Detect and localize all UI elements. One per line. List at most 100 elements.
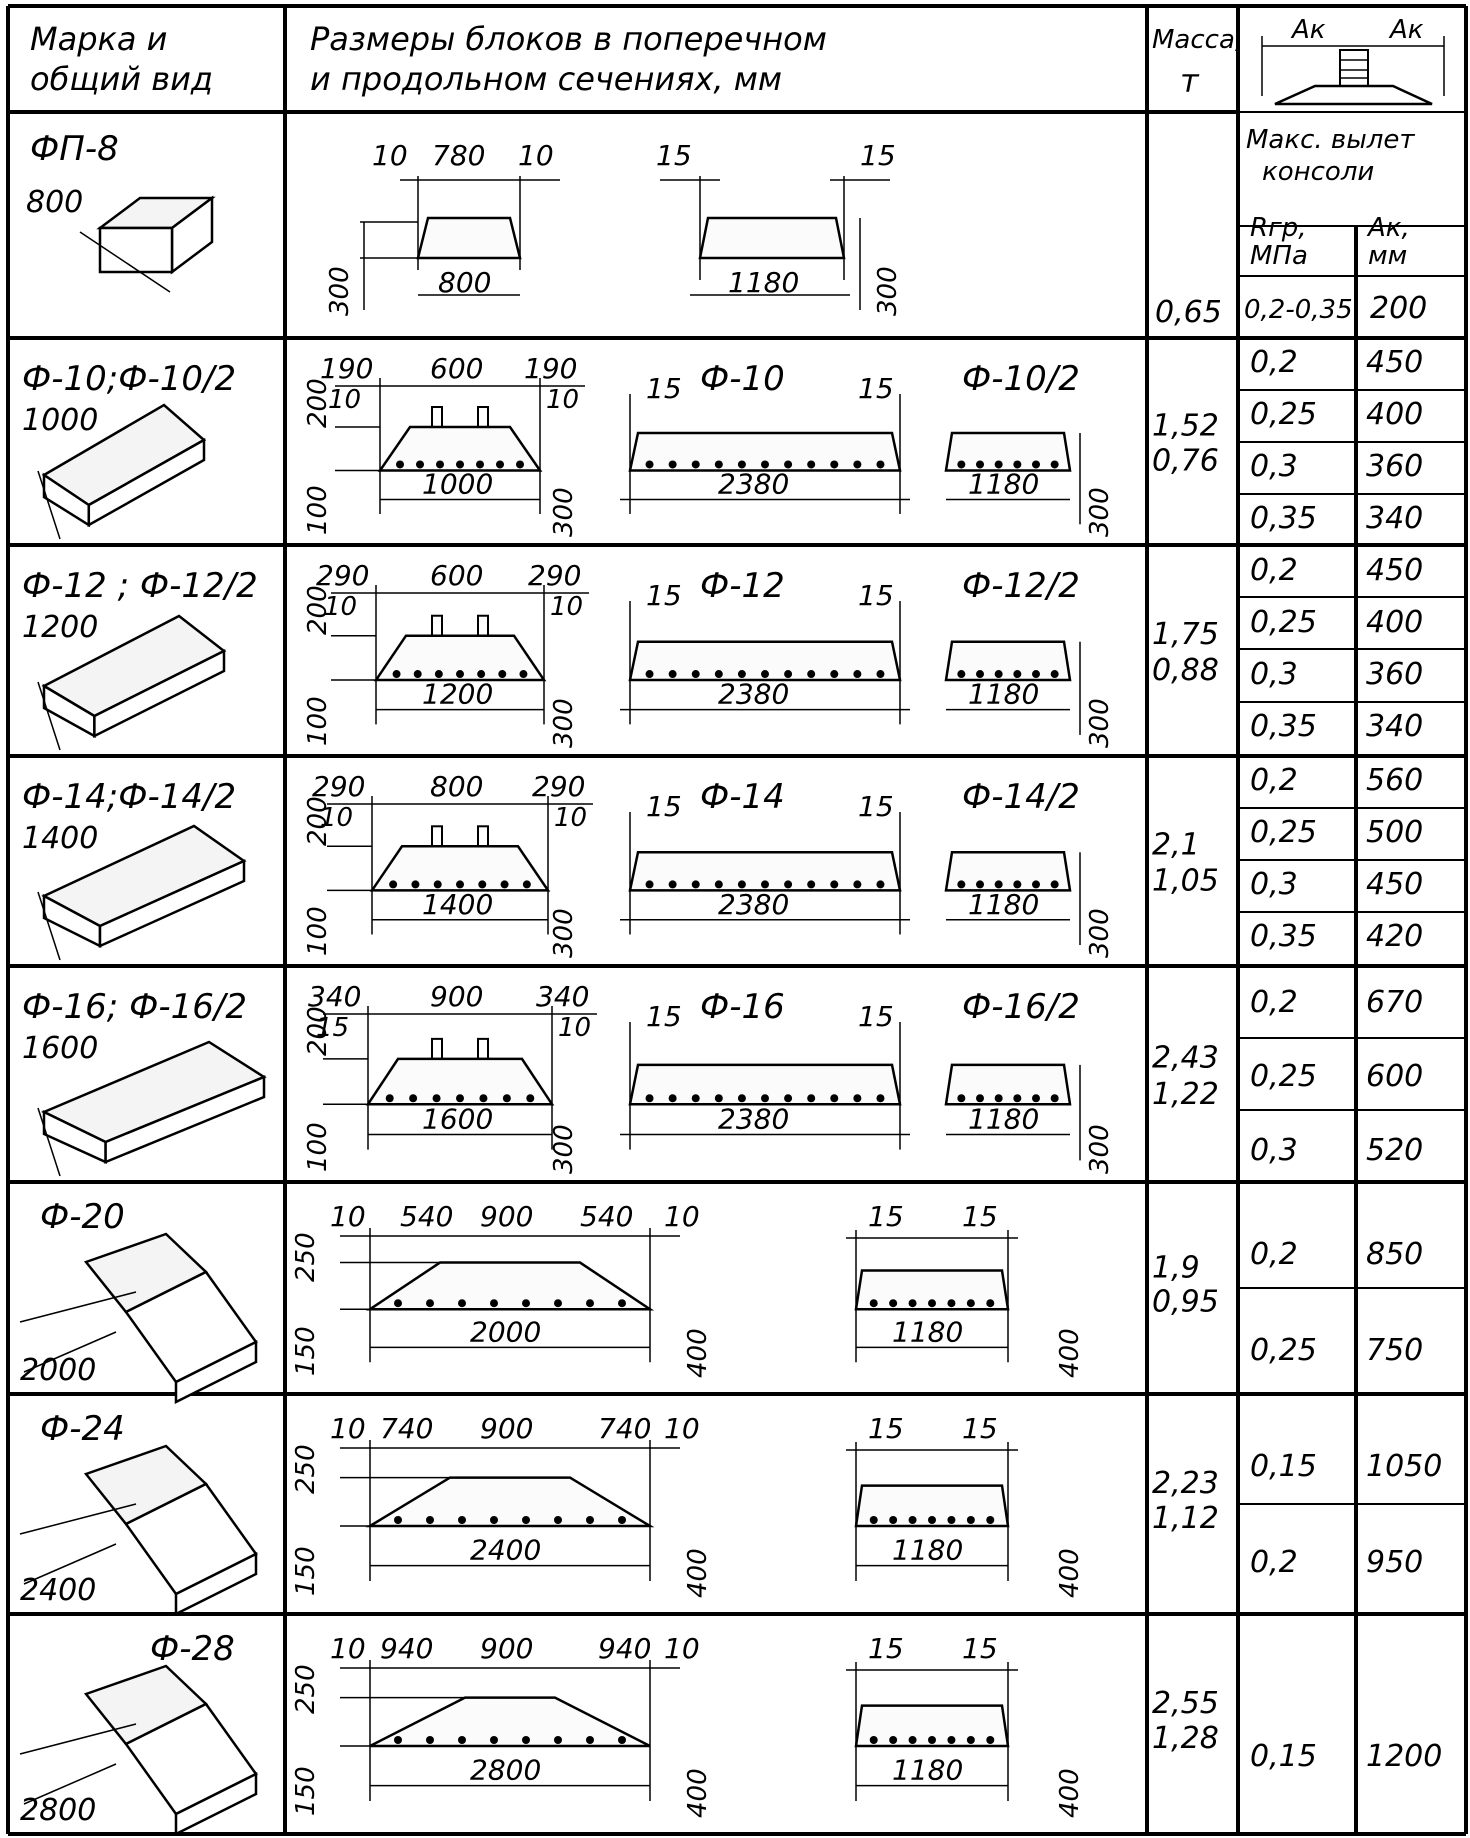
rebar-dot bbox=[458, 1516, 466, 1524]
table-a-1: 750 bbox=[1366, 1333, 1423, 1368]
rebar-dot bbox=[691, 880, 700, 889]
rebar-dot bbox=[586, 1516, 594, 1524]
dim-small-a: 10 bbox=[330, 1200, 366, 1233]
rebar-dot bbox=[456, 880, 464, 889]
rebar-dot bbox=[761, 1094, 769, 1103]
row-size: 1200 bbox=[22, 610, 98, 645]
table-r-1: 0,25 bbox=[1250, 815, 1317, 850]
row-mark: Ф-14;Ф-14/2 bbox=[22, 777, 236, 817]
rebar-dot bbox=[458, 1736, 466, 1744]
rebar-dot bbox=[396, 460, 404, 469]
dim-h-r: 300 bbox=[549, 487, 579, 537]
name-half: Ф-14/2 bbox=[962, 777, 1080, 817]
dim-end-b: 15 bbox=[858, 790, 894, 823]
block-sketch-icon bbox=[19, 1444, 258, 1617]
mass-0: 2,43 bbox=[1152, 1041, 1219, 1076]
dim-h-top: 200 bbox=[303, 796, 333, 846]
rebar-dot bbox=[1032, 1094, 1040, 1103]
rebar-dot bbox=[908, 1736, 917, 1744]
dim-top-a: 190 bbox=[320, 352, 373, 385]
rebar-dot bbox=[433, 880, 442, 889]
dim-h-top: 200 bbox=[303, 585, 333, 635]
rebar-dot bbox=[994, 1094, 1003, 1103]
header-a-line2: мм bbox=[1368, 241, 1407, 271]
row-size: 1400 bbox=[22, 821, 98, 856]
block-sketch-icon bbox=[19, 1664, 258, 1837]
table-a-1: 950 bbox=[1366, 1545, 1423, 1580]
rebar-dot bbox=[432, 1094, 441, 1103]
rebar-dot bbox=[691, 1094, 700, 1103]
mass-1: 0,95 bbox=[1152, 1284, 1219, 1319]
rebar-dot bbox=[957, 880, 966, 889]
table-r-0: 0,2 bbox=[1250, 985, 1298, 1020]
rebar-dot bbox=[976, 670, 984, 679]
half-section bbox=[944, 851, 1072, 892]
dim-top-mid: 900 bbox=[480, 1200, 533, 1233]
rebar-dot bbox=[784, 1094, 793, 1103]
row-size: 800 bbox=[26, 185, 83, 220]
row-fp-8: ФП-8 800 10 780 10 300 800 15 15 1180 bbox=[26, 129, 1427, 330]
dim-top-b: 540 bbox=[580, 1200, 633, 1233]
rebar-dot bbox=[426, 1736, 434, 1744]
rebar-dot bbox=[830, 460, 839, 469]
dim-w: 2400 bbox=[470, 1534, 541, 1567]
rebar-dot bbox=[714, 880, 723, 889]
dim-w: 800 bbox=[438, 266, 491, 299]
table-a-0: 1050 bbox=[1366, 1449, 1442, 1484]
rebar-dot bbox=[498, 670, 507, 679]
dim-h-bot: 150 bbox=[291, 1326, 321, 1376]
table-r-0: 0,2 bbox=[1250, 553, 1298, 588]
rebar-dot bbox=[947, 1516, 956, 1524]
rebar-dot bbox=[668, 670, 677, 679]
row-mark: ФП-8 bbox=[30, 129, 119, 169]
table-r-1: 0,2 bbox=[1250, 1545, 1298, 1580]
rebar-dot bbox=[966, 1299, 975, 1308]
dim-h-r: 300 bbox=[549, 698, 579, 748]
dim-small-b: 10 bbox=[554, 803, 587, 833]
dim-end-b: 15 bbox=[858, 1000, 894, 1033]
dim-h-r: 300 bbox=[549, 1124, 579, 1174]
dim-h-bot: 100 bbox=[303, 696, 333, 746]
rebar-dot bbox=[409, 1094, 418, 1103]
row-size: 2000 bbox=[20, 1353, 96, 1388]
header-sizes-line1: Размеры блоков в поперечном bbox=[310, 20, 827, 58]
rebar-dot bbox=[456, 460, 464, 469]
table-r-2: 0,3 bbox=[1250, 1133, 1298, 1168]
rebar-dot bbox=[853, 460, 862, 469]
dim-end-a: 15 bbox=[656, 139, 692, 172]
dim-h-top: 200 bbox=[303, 378, 333, 428]
cross-section bbox=[369, 1696, 651, 1748]
rebar-dot bbox=[928, 1299, 936, 1308]
row-mark: Ф-24 bbox=[40, 1409, 125, 1449]
name-long: Ф-14 bbox=[700, 777, 785, 817]
dim-top-b: 290 bbox=[528, 559, 581, 592]
mass-0: 2,23 bbox=[1152, 1466, 1219, 1501]
rebar-dot bbox=[957, 460, 966, 469]
rebar-dot bbox=[394, 1516, 402, 1524]
table-a-0: 450 bbox=[1366, 345, 1423, 380]
header-console-line2: консоли bbox=[1262, 157, 1374, 187]
rebar-dot bbox=[526, 1094, 535, 1103]
dim-end-a: 15 bbox=[868, 1632, 904, 1665]
cross-section bbox=[373, 634, 547, 682]
dim-small-a: 10 bbox=[330, 1632, 366, 1665]
rebar-dot bbox=[477, 670, 486, 679]
rebar-dot bbox=[490, 1516, 498, 1524]
table-a-1: 500 bbox=[1366, 815, 1423, 850]
rebar-dot bbox=[869, 1516, 878, 1524]
row-mark: Ф-20 bbox=[40, 1197, 125, 1237]
rebar-dot bbox=[436, 460, 444, 469]
dim-h-top: 200 bbox=[303, 1006, 333, 1056]
dim-top-b: 290 bbox=[532, 770, 585, 803]
rebar-dot bbox=[714, 670, 723, 679]
dim-end-b: 15 bbox=[962, 1200, 998, 1233]
rebar-dot bbox=[737, 880, 746, 889]
rebar-dot bbox=[586, 1299, 594, 1308]
rebar-dot bbox=[830, 670, 839, 679]
rebar-dot bbox=[389, 880, 398, 889]
row-size: 1600 bbox=[22, 1031, 98, 1066]
rebar-dot bbox=[876, 670, 885, 679]
dim-h2: 300 bbox=[1085, 487, 1115, 537]
rebar-dot bbox=[714, 460, 723, 469]
